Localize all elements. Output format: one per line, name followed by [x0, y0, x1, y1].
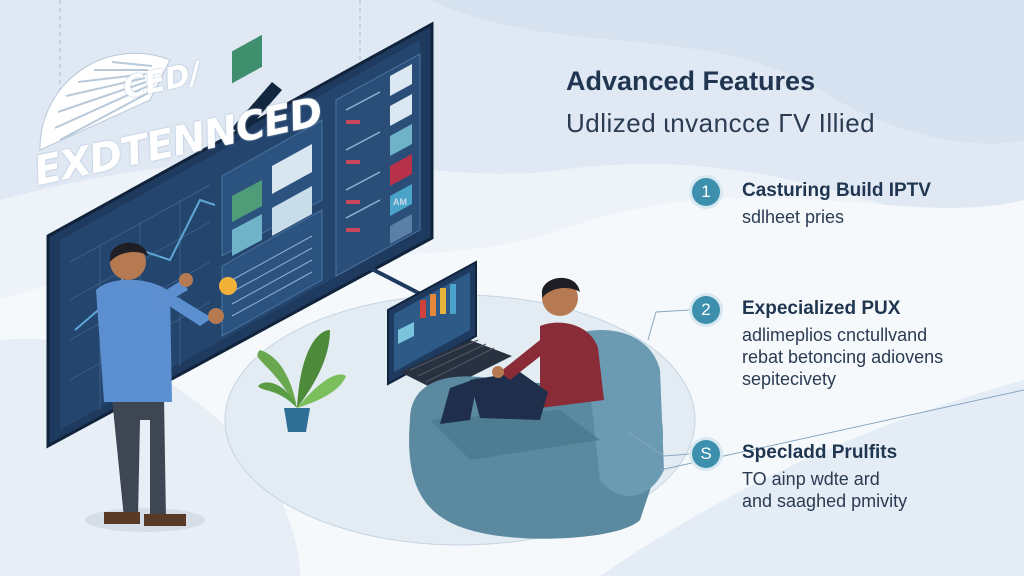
feature-description: sdlheet pries: [742, 207, 845, 227]
feature-title: Expecialized PUX: [742, 298, 901, 319]
standing-man: [85, 242, 237, 532]
feature-description: adlimeplios cnctullvand rebat betoncing …: [742, 325, 944, 389]
feature-title: Casturing Build IPTV: [742, 180, 931, 201]
sofa-with-person: [409, 277, 664, 539]
potted-plant: [257, 330, 346, 432]
panel-subtitle: Udlized ɩnvancce ΓV Illied: [566, 108, 876, 138]
callout-lines: [627, 309, 1024, 471]
feature-number-badge: 1: [692, 178, 720, 206]
screen-tile-label: AM: [393, 197, 407, 207]
feature-number-badge: 2: [692, 296, 720, 324]
sunburst-logo: [39, 52, 171, 151]
feature-title: Specladd Prulfits: [742, 442, 898, 463]
wave-bottom-right: [600, 380, 1024, 576]
computer-desk: [387, 260, 512, 392]
feature-number-badge: S: [692, 440, 720, 468]
panel-title: Advanced Features: [566, 66, 816, 96]
feature-description: TO ainp wdte ard and saaghed pmivity: [742, 469, 908, 511]
wave-upper-right: [430, 0, 1024, 144]
tile-thumbnail: [232, 34, 262, 84]
